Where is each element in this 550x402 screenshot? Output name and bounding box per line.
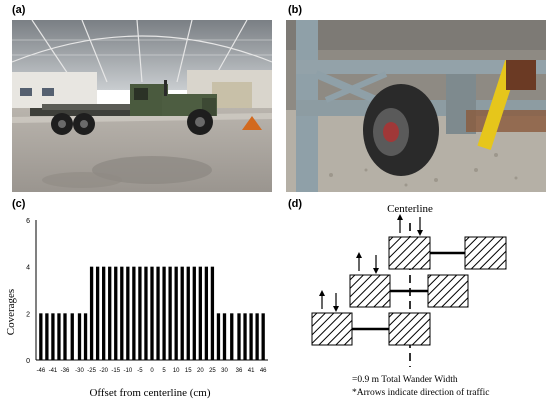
rusted-bracket xyxy=(506,60,536,90)
x-axis-label: Offset from centerline (cm) xyxy=(89,387,210,399)
bar xyxy=(237,313,241,360)
bar xyxy=(230,313,234,360)
tire-row1-left xyxy=(388,236,431,270)
bar xyxy=(138,266,142,360)
y-tick-label: 2 xyxy=(26,311,30,318)
x-tick-label: 5 xyxy=(162,368,166,374)
bar xyxy=(89,266,94,360)
bar xyxy=(70,313,74,360)
x-tick-label: -41 xyxy=(49,368,58,374)
photo-axle-closeup xyxy=(286,20,546,192)
bar xyxy=(120,266,124,360)
wander-pattern-diagram: Centerline =0.9 m Total Wander Width *Ar… xyxy=(311,203,507,398)
military-truck xyxy=(30,80,217,135)
y-tick-label: 0 xyxy=(26,358,30,365)
bar xyxy=(132,266,136,360)
x-tick-label: -25 xyxy=(87,368,96,374)
tire-row1-right xyxy=(464,236,507,270)
x-tick-label: 25 xyxy=(209,368,216,374)
bar xyxy=(222,313,227,360)
x-tick-label: 41 xyxy=(248,368,255,374)
y-tick-label: 4 xyxy=(26,265,30,272)
panel-label-c: (c) xyxy=(12,198,26,210)
tire-row3-left xyxy=(311,312,353,346)
x-tick-label: 36 xyxy=(236,368,243,374)
x-tick-label: -46 xyxy=(36,368,45,374)
x-tick-label: -15 xyxy=(111,368,120,374)
panel-label-d: (d) xyxy=(288,198,303,210)
bar xyxy=(51,313,55,360)
x-ticks: -46 -41-36 -30-25-20-15-10 -5 0 5 10 15 20 25 30 36… xyxy=(36,368,267,374)
bar xyxy=(39,313,43,360)
bar xyxy=(114,266,118,360)
x-tick-label: 15 xyxy=(185,368,192,374)
bar xyxy=(255,313,259,360)
panel-label-a: (a) xyxy=(12,4,26,16)
bar xyxy=(63,313,67,360)
y-tick-label: 6 xyxy=(26,218,30,225)
bar xyxy=(45,313,49,360)
panel-label-b: (b) xyxy=(288,4,303,16)
x-tick-label: -20 xyxy=(99,368,108,374)
bar xyxy=(192,266,196,360)
tire-row2-left xyxy=(349,274,391,308)
x-tick-label: 10 xyxy=(173,368,180,374)
bars xyxy=(39,266,265,360)
photo-truck-hangar xyxy=(12,20,272,192)
bar xyxy=(83,313,88,360)
bar xyxy=(210,266,215,360)
bar xyxy=(249,313,253,360)
bar xyxy=(102,266,106,360)
bar xyxy=(198,266,202,360)
x-tick-label: 30 xyxy=(221,368,228,374)
x-tick-label: -30 xyxy=(75,368,84,374)
y-ticks: 0 2 4 6 xyxy=(26,218,30,365)
bar xyxy=(216,313,221,360)
x-tick-label: 0 xyxy=(150,368,154,374)
bar xyxy=(108,266,112,360)
tire-row3-right xyxy=(388,312,431,346)
bar xyxy=(126,266,130,360)
x-tick-label: -36 xyxy=(61,368,70,374)
bar xyxy=(174,266,178,360)
bar xyxy=(144,266,148,360)
y-axis-label: Coverages xyxy=(5,289,17,335)
x-tick-label: 20 xyxy=(197,368,204,374)
x-tick-label: 46 xyxy=(260,368,267,374)
x-tick-label: -10 xyxy=(123,368,132,374)
bar xyxy=(150,266,154,360)
centerline-label: Centerline xyxy=(387,203,433,215)
bar xyxy=(180,266,184,360)
bar xyxy=(168,266,172,360)
bar xyxy=(162,266,166,360)
note-wander-width: =0.9 m Total Wander Width xyxy=(352,375,458,385)
bar xyxy=(243,313,247,360)
x-tick-label: -5 xyxy=(137,368,143,374)
bar xyxy=(77,313,82,360)
bar xyxy=(261,313,265,360)
bar xyxy=(95,266,100,360)
bar xyxy=(186,266,190,360)
tire-row2-right xyxy=(427,274,469,308)
dual-tire xyxy=(363,84,439,176)
note-arrows: *Arrows indicate direction of traffic xyxy=(352,387,490,398)
bar xyxy=(204,266,209,360)
bar xyxy=(156,266,160,360)
bar xyxy=(57,313,61,360)
hangar-trusses xyxy=(12,20,272,83)
traffic-cone xyxy=(242,116,262,130)
